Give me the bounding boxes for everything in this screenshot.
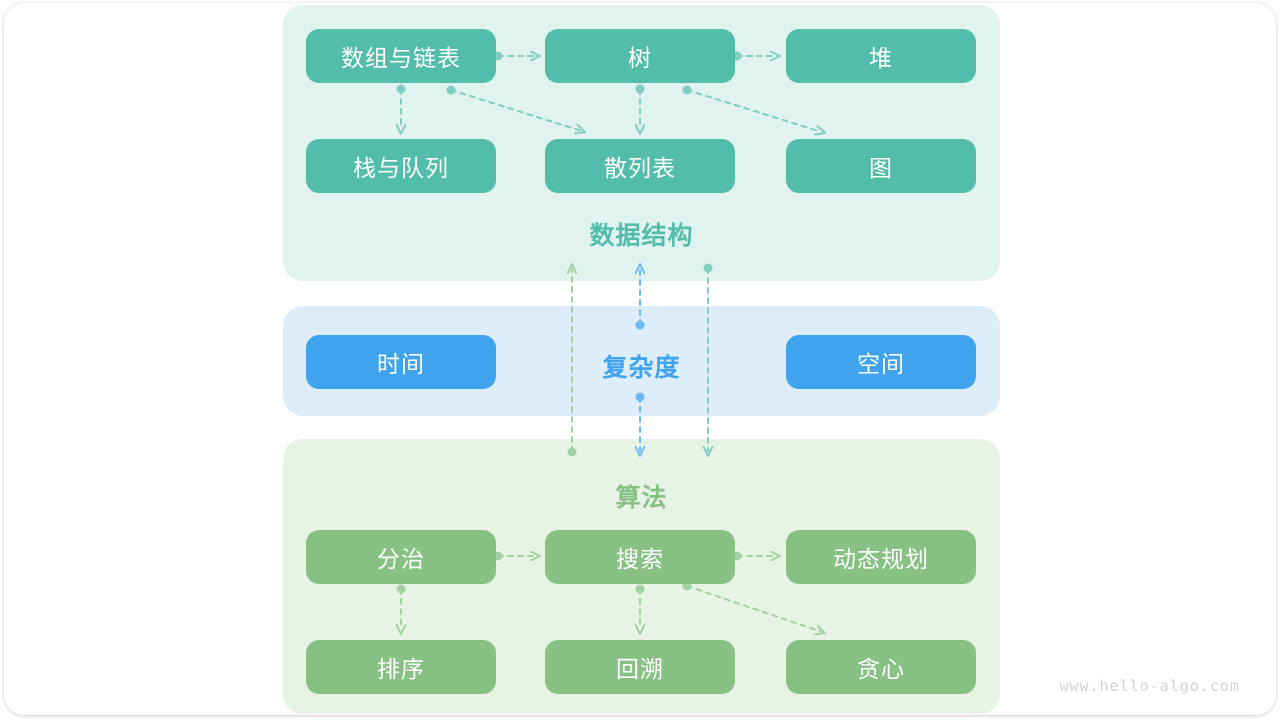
data-structures-label: 数据结构 [589, 222, 694, 250]
algorithms-label: 算法 [615, 484, 668, 512]
node-hash-table: 散列表 [545, 139, 735, 193]
complexity-label: 复杂度 [602, 354, 681, 382]
node-backtracking: 回溯 [545, 640, 735, 694]
node-array-list: 数组与链表 [306, 29, 496, 83]
node-divide-conquer: 分治 [306, 530, 496, 584]
node-time: 时间 [306, 335, 496, 389]
node-search: 搜索 [545, 530, 735, 584]
node-stack-queue: 栈与队列 [306, 139, 496, 193]
node-tree: 树 [545, 29, 735, 83]
node-space: 空间 [786, 335, 976, 389]
node-graph: 图 [786, 139, 976, 193]
node-heap: 堆 [786, 29, 976, 83]
watermark: www.hello-algo.com [1059, 677, 1240, 695]
node-dynamic-programming: 动态规划 [786, 530, 976, 584]
node-sorting: 排序 [306, 640, 496, 694]
node-greedy: 贪心 [786, 640, 976, 694]
